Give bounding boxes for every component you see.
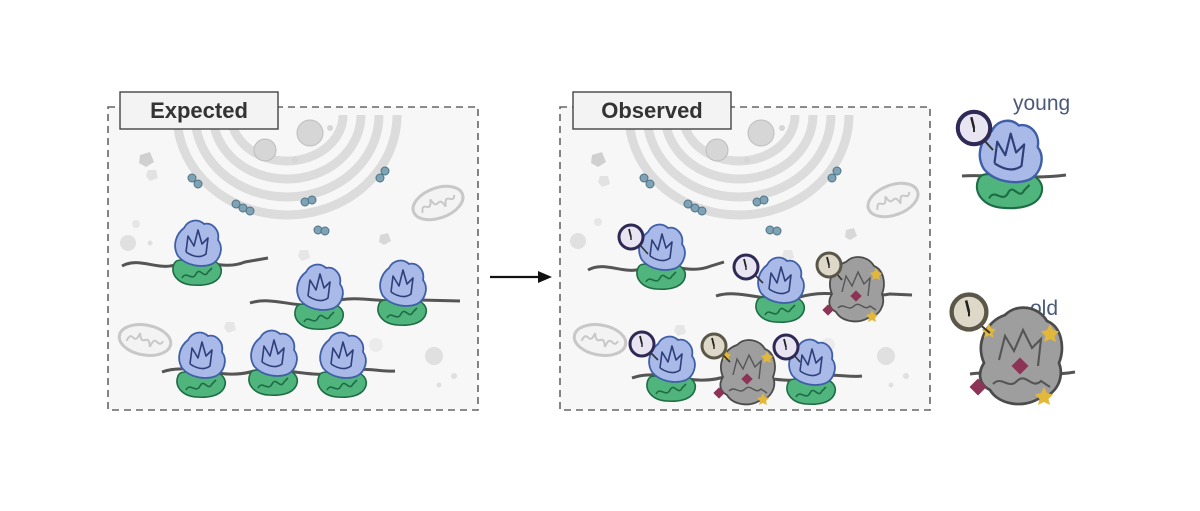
vesicle [674,325,686,336]
vesicle [147,240,153,246]
vesicle [425,347,443,365]
vesicle [436,382,442,388]
ribosome-icon [377,259,428,327]
vesicle [253,138,277,162]
vesicle [132,220,140,228]
vesicle [779,125,785,131]
arrow-icon [490,271,552,283]
vesicle [598,176,610,187]
vesicle [451,373,457,379]
vesicle [224,322,236,333]
ribosome-icon [294,263,345,331]
ribosome-icon [248,329,299,397]
clock-icons [617,223,843,363]
vesicle [747,119,775,147]
clock-icon [815,251,843,279]
ribosome-icon [176,331,227,399]
vesicle [139,152,154,167]
vesicle [292,157,298,163]
vesicle [591,152,606,167]
clock-icon [617,223,645,251]
expected-title-box [119,91,279,130]
vesicle [298,250,310,261]
vesicle [120,235,136,251]
clock-icon [732,253,760,281]
observed-panel: Observed [559,91,931,411]
vesicle [327,125,333,131]
vesicle [379,233,391,245]
vesicle [744,157,750,163]
legend-old: old [952,295,1076,407]
expected-panel: Expected [107,91,479,411]
observed-title: Observed [601,98,703,123]
legend-young-label: young [1013,92,1070,115]
vesicle [888,382,894,388]
vesicle [570,233,586,249]
clock-icon [700,332,728,360]
vesicle [705,138,729,162]
expected-title: Expected [150,98,248,123]
vesicle [782,250,794,261]
ribosome-icon [755,256,806,324]
vesicle [369,338,383,352]
observed-title-box [572,91,732,130]
clock-icon [952,295,987,330]
vesicle [877,347,895,365]
ribosome-icon [172,219,223,287]
clock-icon [628,330,656,358]
clock-icon [958,112,990,144]
vesicle [845,228,857,240]
clock-icon [772,333,800,361]
vesicle [146,170,158,181]
vesicle [296,119,324,147]
ribosome-icon [317,331,368,399]
legend-young: young [958,92,1070,210]
vesicle [594,218,602,226]
vesicle [903,373,909,379]
ribosome-icon [636,223,687,291]
legend: young old [952,92,1076,407]
